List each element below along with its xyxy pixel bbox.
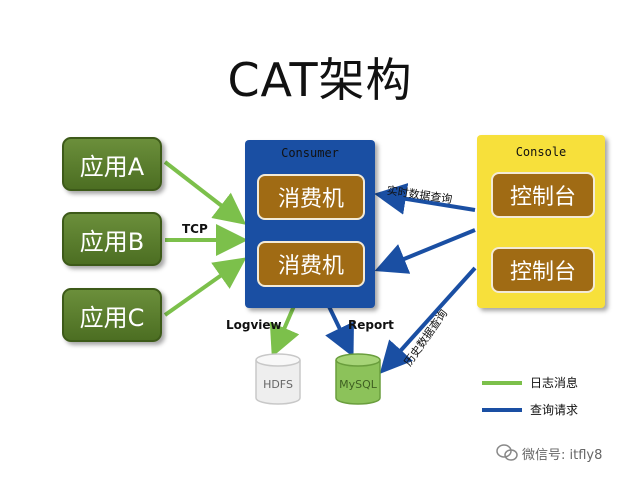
app-a-label: 应用A bbox=[79, 152, 145, 181]
mysql-cylinder bbox=[335, 353, 381, 405]
consumer-machine-1: 消费机 bbox=[257, 174, 365, 220]
consumer-label: Consumer bbox=[281, 146, 339, 160]
consumer-machine-2-label: 消费机 bbox=[277, 254, 344, 279]
hdfs-cylinder bbox=[255, 353, 301, 405]
legend-query-line bbox=[482, 408, 522, 412]
diagram-title: CAT架构 bbox=[227, 53, 413, 107]
consumer-machine-2: 消费机 bbox=[257, 241, 365, 287]
arrow-console-to-consumer bbox=[374, 228, 476, 274]
app-b-label: 应用B bbox=[79, 227, 145, 256]
legend-query-label: 查询请求 bbox=[530, 403, 579, 417]
logview-label: Logview bbox=[226, 318, 282, 332]
arrow-app-c-to-consumer bbox=[163, 257, 247, 317]
wechat-icon bbox=[496, 444, 518, 461]
app-c-label: 应用C bbox=[79, 303, 145, 332]
console-control-2: 控制台 bbox=[491, 247, 595, 293]
app-a-box: 应用A bbox=[62, 137, 162, 191]
report-label: Report bbox=[348, 318, 394, 332]
arrow-app-a-to-consumer bbox=[163, 160, 247, 225]
tcp-label: TCP bbox=[182, 222, 208, 236]
console-control-2-label: 控制台 bbox=[509, 260, 576, 285]
legend-log-label: 日志消息 bbox=[530, 376, 579, 390]
console-control-1: 控制台 bbox=[491, 172, 595, 218]
watermark-text: 微信号: itfly8 bbox=[522, 448, 603, 463]
mysql-label: MySQL bbox=[339, 378, 377, 391]
app-b-box: 应用B bbox=[62, 212, 162, 266]
app-c-box: 应用C bbox=[62, 288, 162, 342]
console-label: Console bbox=[515, 145, 567, 159]
arrow-console-realtime-query bbox=[374, 183, 476, 215]
legend-log-line bbox=[482, 381, 522, 385]
console-control-1-label: 控制台 bbox=[509, 185, 576, 210]
consumer-machine-1-label: 消费机 bbox=[277, 187, 344, 212]
arrow-console-history-query bbox=[379, 266, 477, 374]
hdfs-label: HDFS bbox=[263, 378, 293, 391]
